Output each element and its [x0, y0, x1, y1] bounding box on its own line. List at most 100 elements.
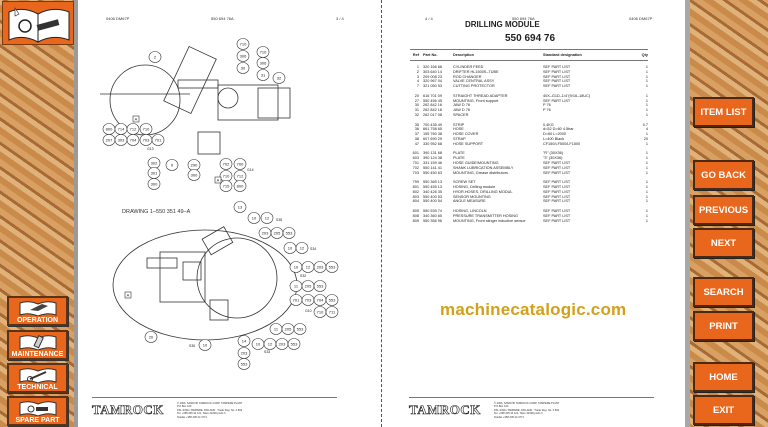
callout-bubble[interactable] — [325, 261, 339, 273]
callout-bubble[interactable] — [187, 169, 201, 181]
callout-bubble[interactable] — [236, 38, 250, 50]
print-button[interactable]: PRINT — [693, 311, 754, 341]
table-cell: "R" (30X36) — [543, 151, 564, 156]
table-cell: 35 — [414, 122, 419, 127]
table-cell: HOSE GUIDE/MOUNTING — [453, 160, 499, 165]
callout-bubble[interactable] — [165, 159, 179, 171]
spare-part-button[interactable]: SPARE PART — [7, 396, 68, 426]
callout-bubble[interactable] — [293, 323, 307, 335]
callout-bubble[interactable] — [237, 335, 251, 347]
callout-bubble[interactable] — [147, 178, 161, 190]
sidebar-edge — [685, 0, 690, 427]
wrench-book-icon — [19, 368, 56, 383]
callout-label: 712 — [237, 174, 244, 179]
callout-bubble[interactable] — [132, 115, 140, 123]
callout-bubble[interactable] — [256, 69, 270, 81]
callout-bubble[interactable] — [313, 280, 327, 292]
home-button[interactable]: HOME — [693, 362, 754, 392]
watermark: machinecatalogic.com — [440, 300, 627, 319]
table-cell: 7 — [416, 84, 419, 89]
callout-label: 300 — [191, 173, 198, 178]
callout-bubble[interactable] — [247, 212, 261, 224]
callout-label: 701 — [155, 138, 162, 143]
callout-bubble[interactable] — [126, 134, 140, 146]
search-button[interactable]: SEARCH — [693, 277, 754, 307]
table-cell: 30 — [414, 103, 419, 108]
callout-label: 302 — [151, 161, 158, 166]
callout-bubble[interactable] — [219, 180, 233, 192]
callout-bubble[interactable] — [256, 57, 270, 69]
callout-bubble[interactable] — [148, 51, 162, 63]
callout-bubble[interactable] — [236, 50, 250, 62]
operation-button[interactable]: OPERATION — [7, 296, 68, 326]
callout-bubble[interactable] — [151, 134, 165, 146]
item-list-button[interactable]: ITEM LIST — [693, 97, 754, 127]
callout-bubble[interactable] — [260, 212, 274, 224]
previous-button[interactable]: PREVIOUS — [693, 195, 754, 225]
table-cell: 703 — [412, 170, 419, 175]
table-cell: HOSE — [453, 127, 464, 132]
callout-bubble[interactable] — [282, 227, 296, 239]
callout-bubble[interactable] — [325, 294, 339, 306]
next-button[interactable]: NEXT — [693, 228, 754, 258]
callout-label: 205 — [274, 231, 281, 236]
exit-button[interactable]: EXIT — [693, 395, 754, 425]
callout-bubble[interactable] — [236, 62, 250, 74]
callout-bubble[interactable] — [237, 358, 251, 370]
table-cell: SEF PART LIST — [543, 213, 571, 218]
right-footer: TAMROCK © 2006, SANDVIK TAMROCK CORP. TA… — [409, 397, 654, 419]
table-cell: 37 — [414, 132, 419, 137]
callout-bubble[interactable] — [144, 331, 158, 343]
callout-bubble[interactable] — [272, 72, 286, 84]
table-cell: SCREW SET — [453, 180, 476, 185]
technical-button[interactable]: TECHNICAL — [7, 363, 68, 393]
maintenance-button[interactable]: MAINTENANCE — [7, 330, 68, 360]
table-cell: SEF PART LIST — [543, 74, 571, 79]
callout-bubble[interactable] — [233, 201, 247, 213]
callout-bubble[interactable] — [214, 176, 222, 184]
callout-bubble[interactable] — [233, 158, 247, 170]
callout-bubble[interactable] — [219, 158, 233, 170]
callout-bubble[interactable] — [124, 291, 132, 299]
callout-label: 12 — [265, 216, 270, 221]
callout-bubble[interactable] — [198, 339, 212, 351]
table-cell: 4 — [416, 79, 419, 84]
go-back-button[interactable]: GO BACK — [693, 160, 754, 190]
callout-bubble[interactable] — [233, 180, 247, 192]
callout-bubble[interactable] — [295, 242, 309, 254]
table-cell: MOUNTING, Front stinger inductive sensor — [453, 218, 526, 223]
callout-bubble[interactable] — [325, 306, 339, 318]
table-cell: SEF PART LIST — [543, 180, 571, 185]
table-cell: 550 455 13 — [423, 184, 443, 189]
callout-bubble[interactable] — [287, 338, 301, 350]
logo-book-icon[interactable] — [2, 1, 74, 45]
